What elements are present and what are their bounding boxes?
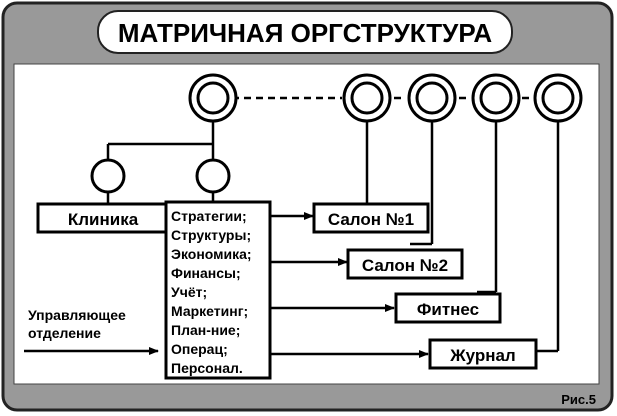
functions-box: Стратегии; Структуры; Экономика; Финансы… bbox=[164, 200, 272, 380]
function-item: Персонал. bbox=[171, 360, 243, 376]
clinic-box: Клиника bbox=[36, 202, 170, 234]
function-item: Экономика; bbox=[171, 246, 252, 262]
top-node-main bbox=[188, 73, 238, 123]
management-label-line1: Управляющее bbox=[28, 307, 126, 323]
top-node-salon2 bbox=[407, 73, 457, 123]
salon2-box: Салон №2 bbox=[346, 248, 464, 280]
function-item: План-ние; bbox=[171, 322, 240, 338]
function-item: Учёт; bbox=[171, 284, 207, 300]
fitness-box: Фитнес bbox=[394, 292, 502, 324]
journal-label: Журнал bbox=[449, 346, 516, 365]
management-label-line2: отделение bbox=[28, 325, 101, 341]
diagram-title: МАТРИЧНАЯ ОРГСТРУКТУРА bbox=[118, 18, 493, 48]
function-item: Маркетинг; bbox=[171, 303, 248, 319]
top-node-journal bbox=[533, 73, 583, 123]
connector-lines bbox=[106, 96, 560, 353]
top-node-fitness bbox=[471, 73, 521, 123]
node-clinic-circle bbox=[90, 158, 126, 194]
function-item: Операц; bbox=[171, 341, 228, 357]
function-item: Финансы; bbox=[171, 265, 241, 281]
fitness-label: Фитнес bbox=[417, 300, 479, 319]
arrows bbox=[24, 212, 429, 358]
function-item: Структуры; bbox=[171, 227, 251, 243]
node-functions-circle bbox=[195, 158, 231, 194]
function-item: Стратегии; bbox=[171, 208, 247, 224]
clinic-label: Клиника bbox=[68, 210, 139, 229]
salon1-label: Салон №1 bbox=[328, 210, 414, 229]
figure-label: Рис.5 bbox=[561, 392, 596, 407]
top-node-salon1 bbox=[342, 73, 392, 123]
title-banner bbox=[97, 10, 513, 54]
journal-box: Журнал bbox=[428, 338, 538, 370]
salon2-label: Салон №2 bbox=[362, 256, 448, 275]
salon1-box: Салон №1 bbox=[312, 202, 430, 234]
